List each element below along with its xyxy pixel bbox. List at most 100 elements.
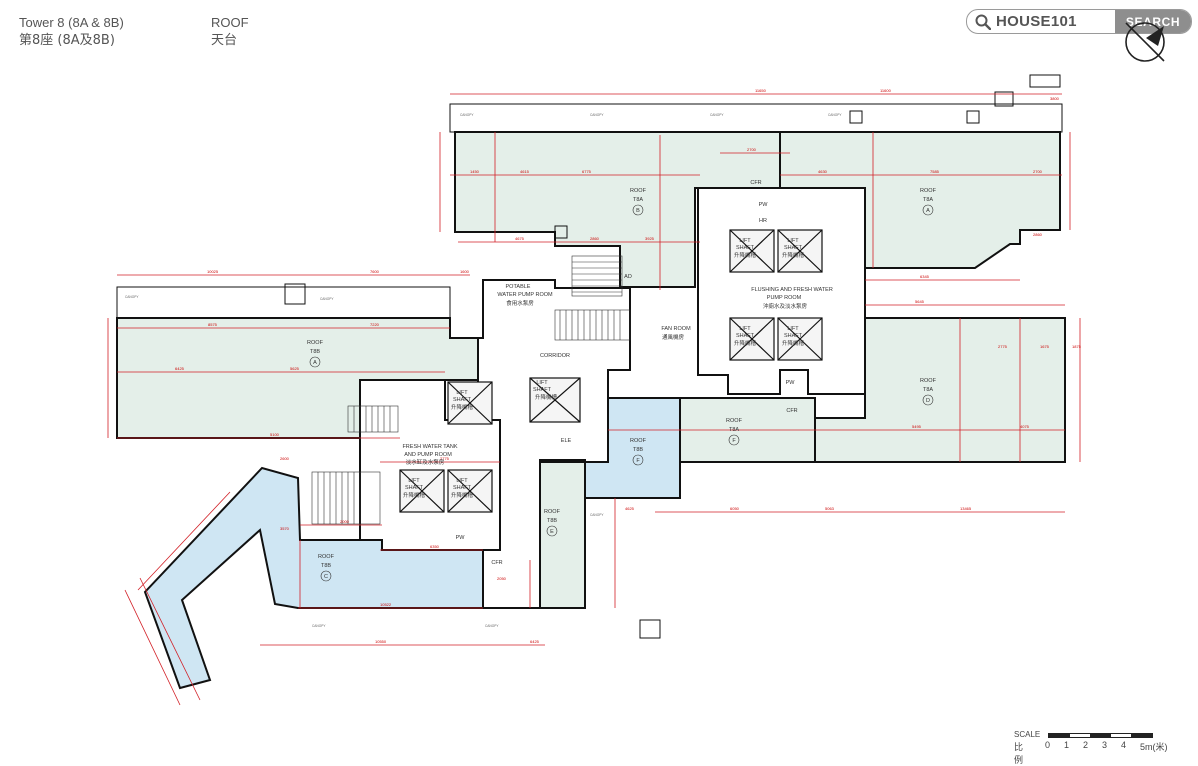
- svg-text:淡水缸及水泵房: 淡水缸及水泵房: [406, 458, 445, 466]
- label-roof-t8a-a: ROOF T8A A: [920, 188, 937, 216]
- svg-text:F: F: [636, 458, 640, 464]
- svg-text:6775: 6775: [582, 169, 592, 174]
- scale-tick: 4: [1121, 740, 1127, 750]
- svg-text:3570: 3570: [280, 526, 290, 531]
- svg-text:ROOF: ROOF: [318, 554, 335, 560]
- scale-tick: 2: [1083, 740, 1089, 750]
- svg-text:ROOF: ROOF: [630, 188, 647, 194]
- scale-tick: 3: [1102, 740, 1108, 750]
- stair-3: [347, 405, 399, 433]
- svg-text:2775: 2775: [998, 344, 1008, 349]
- svg-text:7585: 7585: [930, 169, 940, 174]
- label-flushing-pump-room: FLUSHING AND FRESH WATER PUMP ROOM 沖廁水及淡…: [751, 287, 833, 310]
- label-lift-shaft-3: LIFT SHAFT 升降機槽: [734, 326, 757, 347]
- svg-text:FAN ROOM: FAN ROOM: [661, 326, 691, 332]
- svg-text:SHAFT: SHAFT: [453, 485, 472, 491]
- label-hr: HR: [759, 218, 767, 224]
- svg-text:T8B: T8B: [547, 518, 557, 524]
- search-bar[interactable]: HOUSE101 SEARCH: [966, 9, 1192, 34]
- svg-text:5495: 5495: [912, 424, 922, 429]
- svg-text:SHAFT: SHAFT: [736, 333, 755, 339]
- svg-text:LIFT: LIFT: [739, 326, 751, 332]
- svg-text:8575: 8575: [208, 322, 218, 327]
- label-fresh-water-room: FRESH WATER TANK AND PUMP ROOM 淡水缸及水泵房: [402, 444, 457, 466]
- svg-text:4625: 4625: [625, 506, 635, 511]
- svg-text:E: E: [550, 529, 554, 535]
- roof-areas: [116, 131, 1066, 690]
- svg-text:升降機槽: 升降機槽: [782, 251, 805, 259]
- room-labels: ROOF T8A B ROOF T8A A ROOF T8B A ROOF T8…: [307, 180, 937, 582]
- svg-text:ROOF: ROOF: [920, 378, 937, 384]
- svg-text:SHAFT: SHAFT: [784, 333, 803, 339]
- svg-text:13465: 13465: [960, 506, 972, 511]
- floor-title-zh: 天台: [211, 33, 238, 48]
- staircases: [311, 255, 631, 525]
- svg-text:1450: 1450: [470, 169, 480, 174]
- scale-tick: 0: [1045, 740, 1051, 750]
- svg-text:6345: 6345: [920, 274, 930, 279]
- stair-2: [554, 309, 631, 341]
- brand-label: HOUSE101: [996, 13, 1077, 30]
- svg-text:6350: 6350: [430, 544, 440, 549]
- svg-text:7220: 7220: [370, 322, 380, 327]
- svg-text:沖廁水及淡水泵房: 沖廁水及淡水泵房: [763, 302, 808, 310]
- svg-text:F: F: [732, 438, 736, 444]
- svg-text:T8A: T8A: [729, 427, 739, 433]
- svg-text:LIFT: LIFT: [787, 238, 799, 244]
- svg-text:6425: 6425: [175, 366, 185, 371]
- svg-text:食用水泵房: 食用水泵房: [506, 299, 534, 307]
- label-fan-room: FAN ROOM 通風機房: [661, 326, 691, 341]
- svg-text:2050: 2050: [497, 576, 507, 581]
- svg-text:ROOF: ROOF: [307, 340, 324, 346]
- svg-text:2700: 2700: [747, 147, 757, 152]
- svg-text:10025: 10025: [207, 269, 219, 274]
- lift-shaft-2: [777, 229, 823, 273]
- label-roof-t8b-c: ROOF T8B C: [318, 554, 335, 582]
- label-roof-t8a-d: ROOF T8A D: [920, 378, 937, 406]
- svg-text:5645: 5645: [915, 299, 925, 304]
- scale-ticks: 0 1 2 3 4 5m(米): [1045, 740, 1168, 753]
- svg-text:T8B: T8B: [310, 349, 320, 355]
- scale-tick: 5m(米): [1140, 742, 1168, 752]
- label-lift-shaft-1: LIFT SHAFT 升降機槽: [734, 238, 757, 259]
- svg-text:D: D: [926, 398, 930, 404]
- svg-text:T8B: T8B: [321, 563, 331, 569]
- svg-text:T8B: T8B: [633, 447, 643, 453]
- svg-text:升降機槽: 升降機槽: [403, 491, 426, 499]
- canopy-labels: CANOPY CANOPY CANOPY CANOPY CANOPY CANOP…: [125, 113, 842, 628]
- svg-text:CANOPY: CANOPY: [312, 624, 326, 628]
- floor-title: ROOF: [211, 15, 249, 30]
- stair-1: [571, 255, 623, 297]
- label-lift-shaft-8: LIFT SHAFT 升降機槽: [451, 478, 474, 499]
- svg-text:升降機槽: 升降機槽: [782, 339, 805, 347]
- label-lift-shaft-2: LIFT SHAFT 升降機槽: [782, 238, 805, 259]
- svg-text:4630: 4630: [818, 169, 828, 174]
- svg-text:B: B: [636, 208, 640, 214]
- tower-title-zh: 第8座 (8A及8B): [19, 33, 115, 48]
- lift-shaft-6: [529, 377, 581, 423]
- parapets: [116, 74, 1063, 639]
- svg-text:5063: 5063: [825, 506, 835, 511]
- svg-text:3800: 3800: [1050, 96, 1060, 101]
- lift-shaft-1: [729, 229, 775, 273]
- svg-text:CANOPY: CANOPY: [125, 295, 139, 299]
- search-input[interactable]: HOUSE101: [967, 10, 1115, 33]
- svg-text:4675: 4675: [515, 236, 525, 241]
- svg-text:SHAFT: SHAFT: [405, 485, 424, 491]
- roof-t8b-e-area: [539, 461, 586, 609]
- svg-text:LIFT: LIFT: [456, 478, 468, 484]
- svg-text:2860: 2860: [590, 236, 600, 241]
- scale-label: SCALE: [1014, 730, 1041, 739]
- svg-text:1675: 1675: [1040, 344, 1050, 349]
- svg-text:FLUSHING AND FRESH WATER: FLUSHING AND FRESH WATER: [751, 287, 833, 293]
- svg-text:CANOPY: CANOPY: [710, 113, 724, 117]
- label-pw-3: PW: [456, 535, 466, 541]
- svg-text:6050: 6050: [730, 506, 740, 511]
- label-roof-t8b-a: ROOF T8B A: [307, 340, 324, 368]
- svg-text:SHAFT: SHAFT: [453, 397, 472, 403]
- label-potable-pump-room: POTABLE WATER PUMP ROOM 食用水泵房: [497, 284, 553, 307]
- svg-text:ROOF: ROOF: [544, 509, 561, 515]
- svg-text:FRESH WATER TANK: FRESH WATER TANK: [402, 444, 457, 450]
- label-cfr-1: CFR: [750, 180, 761, 186]
